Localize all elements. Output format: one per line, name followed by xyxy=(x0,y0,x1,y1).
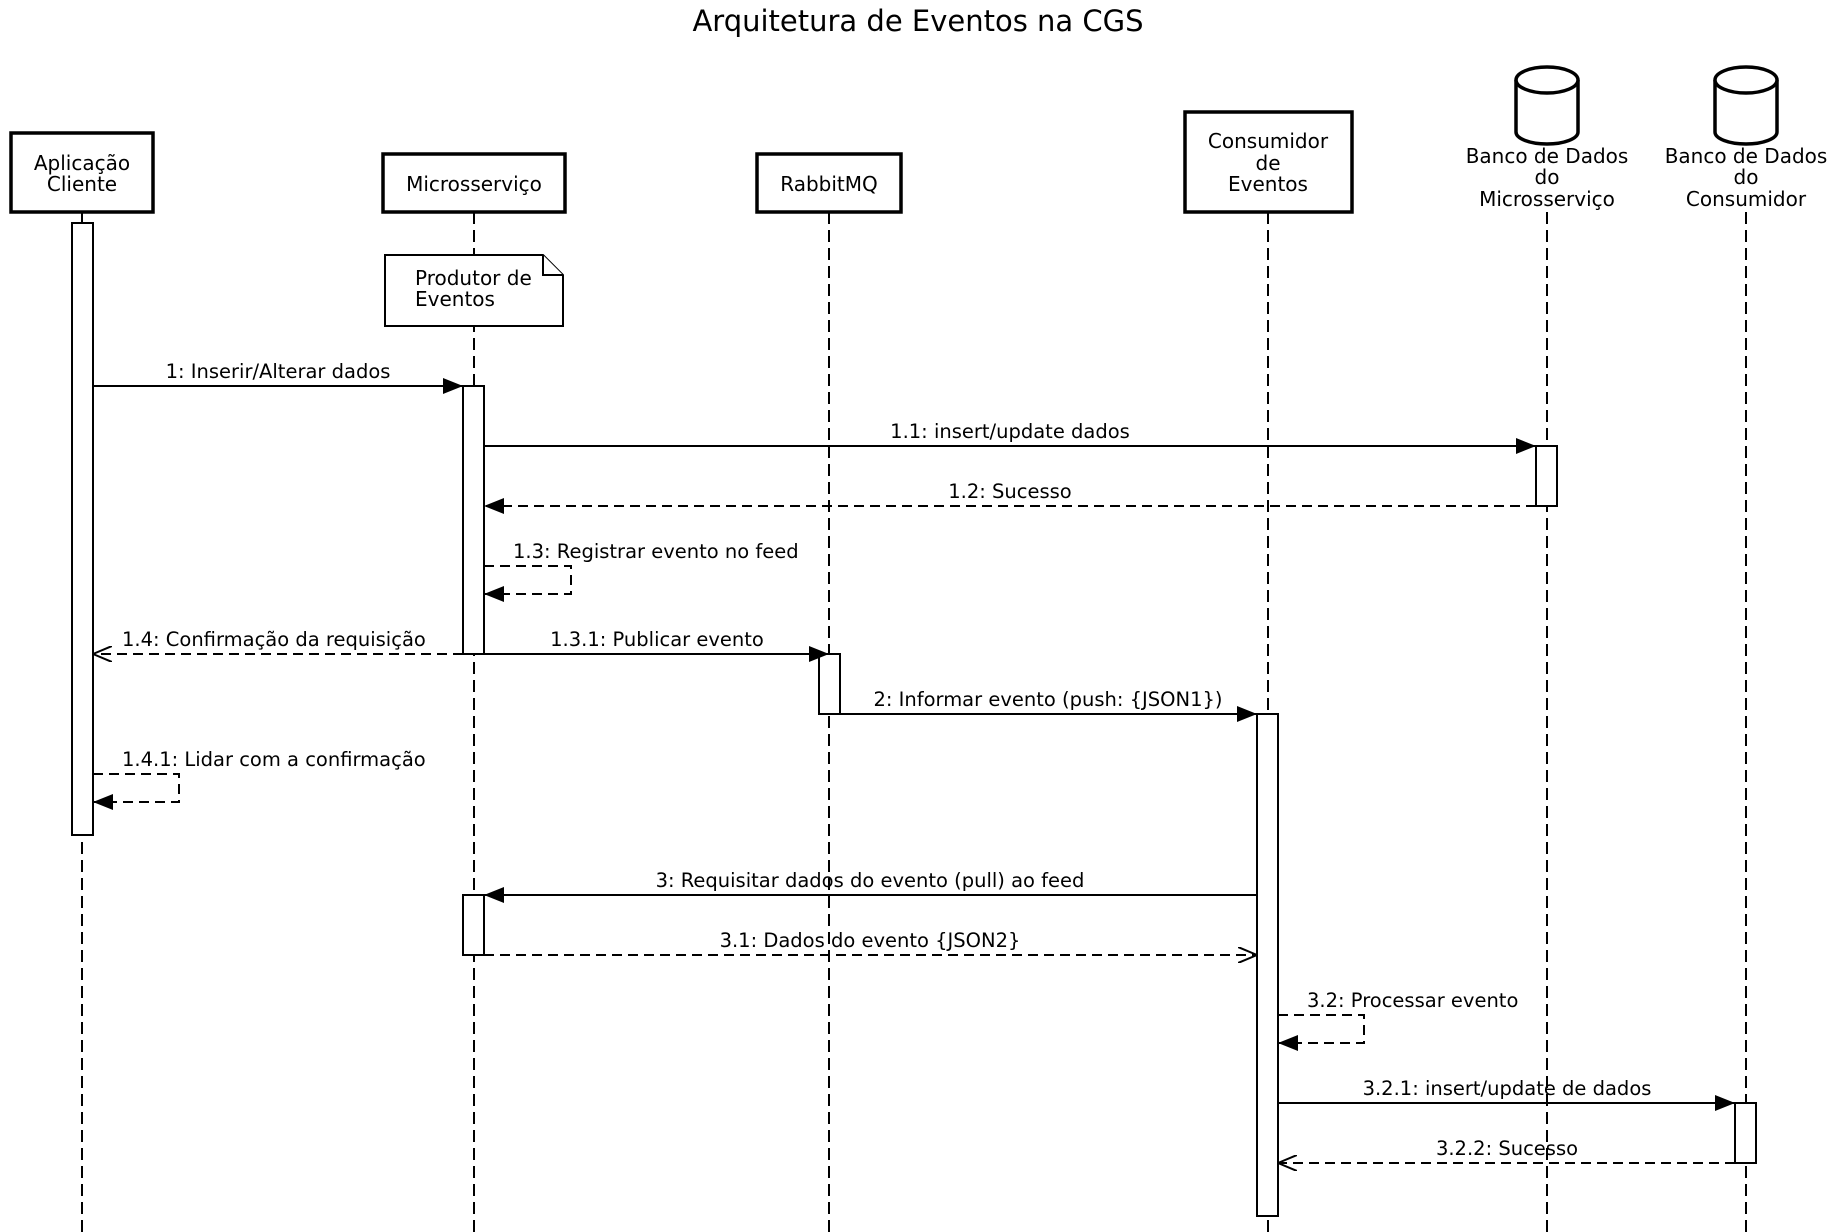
message-label: 1.4.1: Lidar com a confirmação xyxy=(122,748,426,771)
message-3-2-1: 3.2.1: insert/update de dados xyxy=(1278,1077,1735,1111)
message-1: 1: Inserir/Alterar dados xyxy=(93,360,463,394)
message-1-1: 1.1: insert/update dados xyxy=(484,420,1536,454)
participant-label: Microsserviço xyxy=(1479,187,1615,211)
participant-label: RabbitMQ xyxy=(780,172,878,196)
participant-label: Banco de Dados xyxy=(1665,144,1828,168)
participant-label: do xyxy=(1734,165,1759,189)
message-label: 3.2.2: Sucesso xyxy=(1436,1137,1578,1160)
message-label: 1: Inserir/Alterar dados xyxy=(166,360,391,383)
note-label: Produtor de xyxy=(415,266,532,290)
message-3-1: 3.1: Dados do evento {JSON2} xyxy=(484,929,1257,955)
activation-app xyxy=(71,222,94,836)
activation-ms-1 xyxy=(462,385,485,655)
message-label: 3.1: Dados do evento {JSON2} xyxy=(720,929,1021,952)
participant-microsservico: Microsserviço xyxy=(381,152,567,214)
message-1-3-1: 1.3.1: Publicar evento xyxy=(484,628,829,662)
participant-label: Consumidor xyxy=(1686,187,1807,211)
message-label: 3.2: Processar evento xyxy=(1307,989,1518,1012)
activation-dbms xyxy=(1535,445,1558,507)
participant-label: de xyxy=(1256,151,1281,175)
message-1-2: 1.2: Sucesso xyxy=(484,480,1536,514)
message-label: 1.1: insert/update dados xyxy=(890,420,1130,443)
participant-label: do xyxy=(1535,165,1560,189)
participant-label: Consumidor xyxy=(1208,129,1329,153)
message-label: 1.4: Confirmação da requisição xyxy=(122,628,426,651)
activation-ms-2 xyxy=(462,894,485,956)
participant-rabbitmq: RabbitMQ xyxy=(755,152,903,214)
activation-rmq xyxy=(818,653,841,715)
diagram-title: Arquitetura de Eventos na CGS xyxy=(692,4,1143,38)
message-label: 1.3: Registrar evento no feed xyxy=(513,540,799,563)
message-2: 2: Informar evento (push: {JSON1}) xyxy=(840,688,1257,722)
participant-banco-de-dados-do-consumidor: Banco de Dados do Consumidor xyxy=(1665,65,1828,211)
message-3-2-2: 3.2.2: Sucesso xyxy=(1278,1137,1735,1163)
participant-label: Banco de Dados xyxy=(1466,144,1629,168)
activation-cons xyxy=(1256,713,1279,1217)
note-label: Eventos xyxy=(415,287,495,311)
message-3-2: 3.2: Processar evento xyxy=(1278,989,1518,1051)
participant-label: Microsserviço xyxy=(406,172,542,196)
note-produtor-de-eventos: Produtor de Eventos xyxy=(384,254,564,327)
participant-banco-de-dados-do-microsservico: Banco de Dados do Microsserviço xyxy=(1466,65,1629,211)
message-label: 1.2: Sucesso xyxy=(948,480,1071,503)
message-label: 3: Requisitar dados do evento (pull) ao … xyxy=(656,869,1085,892)
participant-label: Aplicação xyxy=(34,151,130,175)
activation-dbcons xyxy=(1734,1102,1757,1164)
message-label: 1.3.1: Publicar evento xyxy=(550,628,764,651)
database-icon xyxy=(1514,65,1580,146)
message-1-3: 1.3: Registrar evento no feed xyxy=(484,540,799,602)
database-icon xyxy=(1713,65,1779,146)
message-label: 3.2.1: insert/update de dados xyxy=(1363,1077,1652,1100)
message-3: 3: Requisitar dados do evento (pull) ao … xyxy=(484,869,1257,903)
participant-label: Cliente xyxy=(47,172,117,196)
participant-consumidor-de-eventos: Consumidor de Eventos xyxy=(1183,110,1354,214)
message-1-4-1: 1.4.1: Lidar com a confirmação xyxy=(93,748,426,810)
participant-aplicacao-cliente: Aplicação Cliente xyxy=(9,131,155,214)
participant-label: Eventos xyxy=(1228,172,1308,196)
message-1-4: 1.4: Confirmação da requisição xyxy=(93,628,463,654)
message-label: 2: Informar evento (push: {JSON1}) xyxy=(873,688,1222,711)
